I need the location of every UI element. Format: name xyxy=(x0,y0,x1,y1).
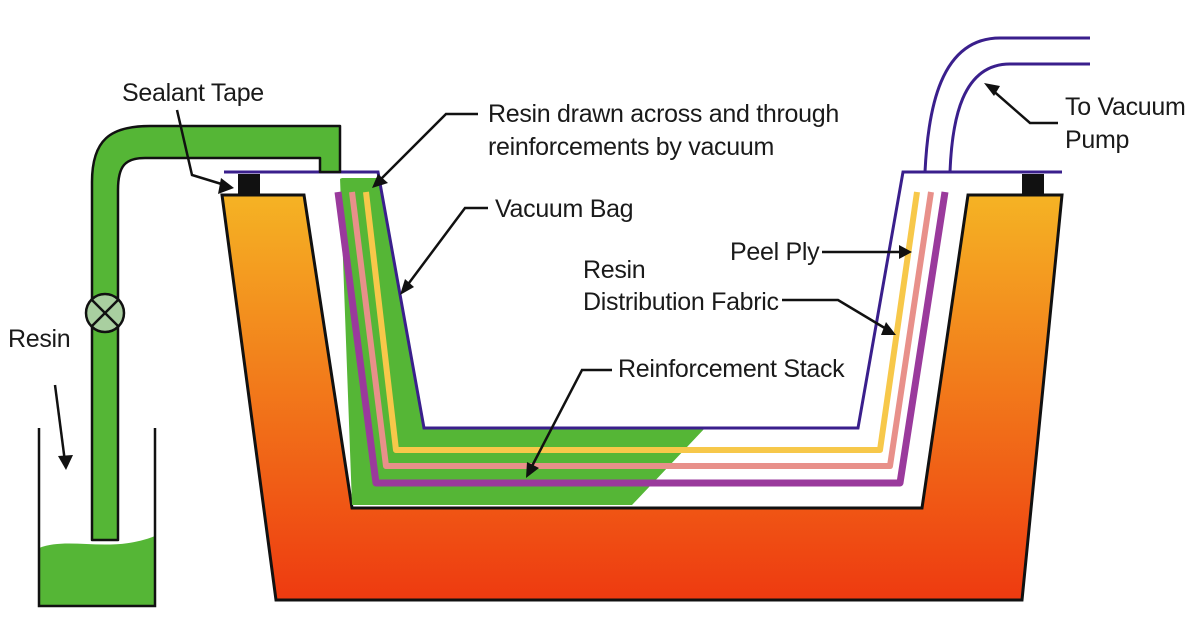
label-resin: Resin xyxy=(8,325,70,353)
label-resin-drawn-line1: Resin drawn across and through xyxy=(488,100,839,128)
arrow-distribution-fabric xyxy=(782,298,889,332)
sealant-tape-right xyxy=(1022,174,1044,194)
label-to-vacuum-line1: To Vacuum xyxy=(1065,93,1186,121)
label-to-vacuum-line2: Pump xyxy=(1065,126,1129,154)
resin-beaker xyxy=(37,428,157,608)
label-reinforcement-stack: Reinforcement Stack xyxy=(618,355,845,383)
layer-stack xyxy=(334,191,949,487)
vacuum-pump-tube xyxy=(923,36,1090,173)
label-resin-dist-line2: Distribution Fabric xyxy=(583,288,779,316)
arrow-vacuum-pump xyxy=(989,87,1058,125)
arrow-sealant-tape xyxy=(175,109,229,188)
vacuum-bag xyxy=(224,170,1062,430)
resin-beaker-liquid xyxy=(39,536,155,606)
label-resin-drawn-line2: reinforcements by vacuum xyxy=(488,133,774,161)
mold xyxy=(220,193,1064,602)
resin-filled-region xyxy=(340,178,705,505)
label-resin-dist-line1: Resin xyxy=(583,256,645,284)
label-sealant-tape: Sealant Tape xyxy=(122,79,264,107)
distribution-fabric-layer xyxy=(349,191,934,469)
peel-ply-layer xyxy=(363,191,920,453)
reinforcement-layer xyxy=(334,191,949,487)
arrow-resin xyxy=(53,384,67,463)
arrowheads xyxy=(58,83,1000,478)
arrow-resin-drawn xyxy=(377,112,478,183)
label-peel-ply: Peel Ply xyxy=(730,238,820,266)
arrow-reinforcement xyxy=(528,368,612,471)
resin-feed-tube xyxy=(90,124,342,542)
label-vacuum-bag: Vacuum Bag xyxy=(495,195,633,223)
sealant-tape-left xyxy=(238,174,260,194)
leader-arrows xyxy=(53,87,1058,471)
arrow-vacuum-bag xyxy=(404,206,488,288)
valve-icon xyxy=(84,292,126,334)
